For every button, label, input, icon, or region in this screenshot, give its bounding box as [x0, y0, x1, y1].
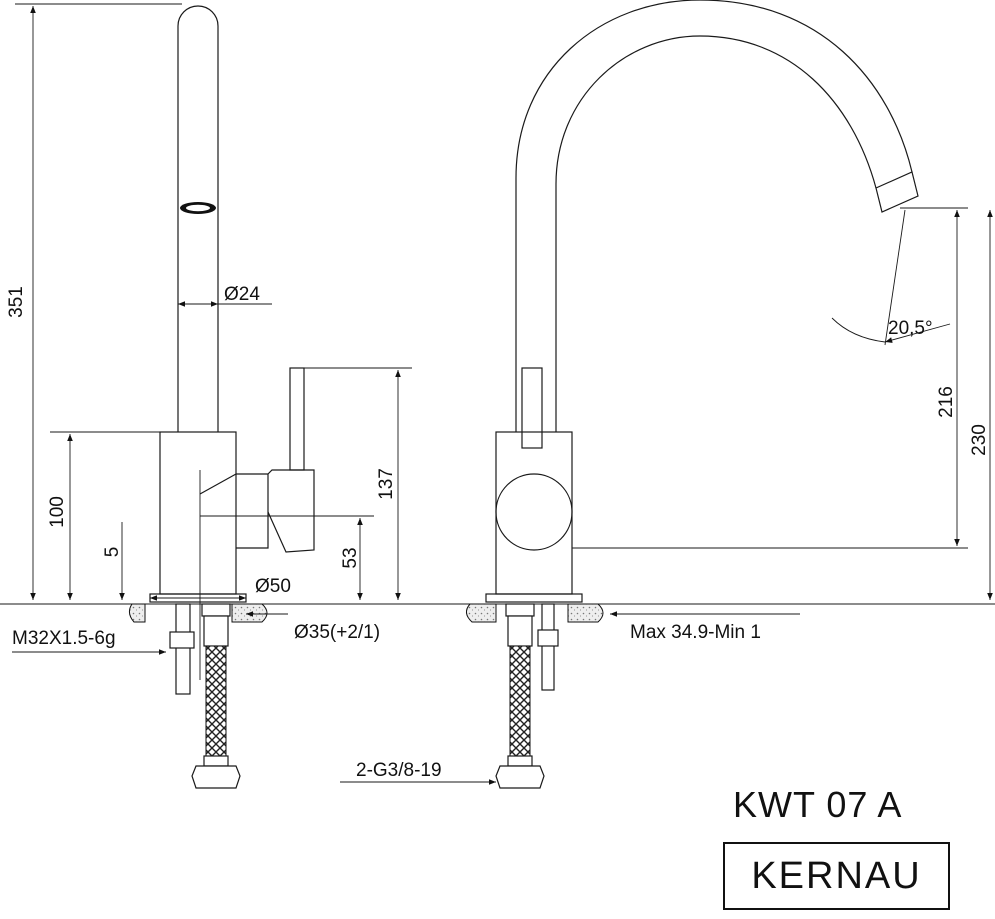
brand-name: KERNAU: [751, 854, 922, 897]
dim-50: Ø50: [255, 576, 291, 597]
deck-section: [128, 603, 146, 623]
dim-137: 137: [376, 468, 397, 500]
front-view-dimensions: [572, 207, 993, 617]
dim-angle: 20,5°: [888, 318, 933, 339]
brand-logo: KERNAU: [723, 842, 950, 910]
side-view-faucet: [128, 5, 315, 789]
front-view-faucet: [466, 0, 919, 789]
dim-35: Ø35(+2/1): [294, 622, 380, 643]
dim-216: 216: [936, 386, 957, 418]
dim-351: 351: [6, 286, 27, 318]
dim-24: Ø24: [224, 284, 260, 305]
model-number: KWT 07 A: [733, 784, 903, 825]
side-view-dimensions: [12, 3, 496, 785]
dim-5: 5: [102, 547, 123, 558]
dim-53: 53: [340, 547, 361, 568]
dim-thread: M32X1.5-6g: [12, 628, 116, 649]
dim-hoses: 2-G3/8-19: [356, 760, 442, 781]
dim-230: 230: [969, 424, 990, 456]
dim-100: 100: [47, 496, 68, 528]
dim-deck: Max 34.9-Min 1: [630, 622, 761, 643]
